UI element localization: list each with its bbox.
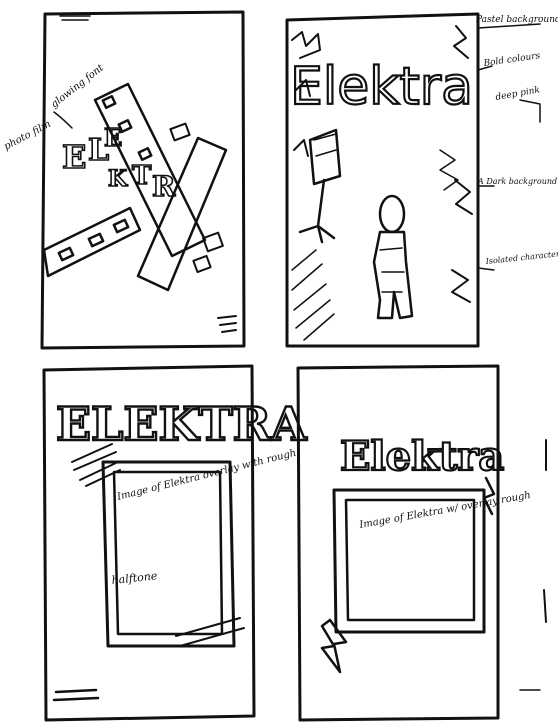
panel-3: [42, 364, 256, 722]
character-figure: [372, 194, 414, 320]
annotation-isolated-character: Isolated character w/ halftone lighting: [484, 241, 558, 266]
panel-1-letter: T: [132, 161, 152, 191]
studio-light: [298, 128, 342, 244]
panel-4-frame: [296, 364, 500, 722]
panel-3-frame: [42, 364, 256, 722]
panel-1: [40, 10, 246, 350]
annotation-bold-colours: Bold colours: [482, 51, 541, 69]
annotation-glowing-font: glowing font: [49, 62, 107, 110]
panel-4: [296, 364, 547, 722]
panel-1-frame: [40, 10, 246, 350]
annotation-image-panel-4: Image of Elektra w/ overlay rough: [358, 490, 532, 531]
annotation-dark-background: A Dark background red/pink: [477, 177, 558, 186]
panel-1-letter: R: [152, 170, 176, 203]
annotation-halftone: halftone: [111, 569, 158, 587]
panel-1-letter: E: [62, 138, 86, 176]
annotation-pastel-background: Pastel background: [475, 15, 558, 25]
panel-1-letter: K: [108, 166, 128, 192]
panel-2: [285, 12, 541, 348]
panel-2-title: Elektra: [290, 57, 473, 117]
panel-4-title: Elektra: [340, 433, 504, 480]
panel-1-letter: L: [88, 133, 109, 168]
panel-2-frame: [285, 12, 480, 348]
film-strip-2: [42, 206, 142, 278]
lightning-bolt-icon: [320, 618, 348, 674]
panel-1-letter: E: [104, 123, 122, 152]
panel-3-title: ELEKTRA: [56, 397, 308, 451]
panel-4-image-frame: [332, 488, 486, 634]
annotation-image-panel-3: Image of Elektra overlay with rough: [115, 448, 297, 503]
lightning-bolt-icon: [482, 476, 496, 516]
annotation-deep-pink: deep pink: [495, 85, 541, 103]
film-strip-1: [93, 82, 207, 258]
diagonal-plank: [136, 136, 228, 292]
